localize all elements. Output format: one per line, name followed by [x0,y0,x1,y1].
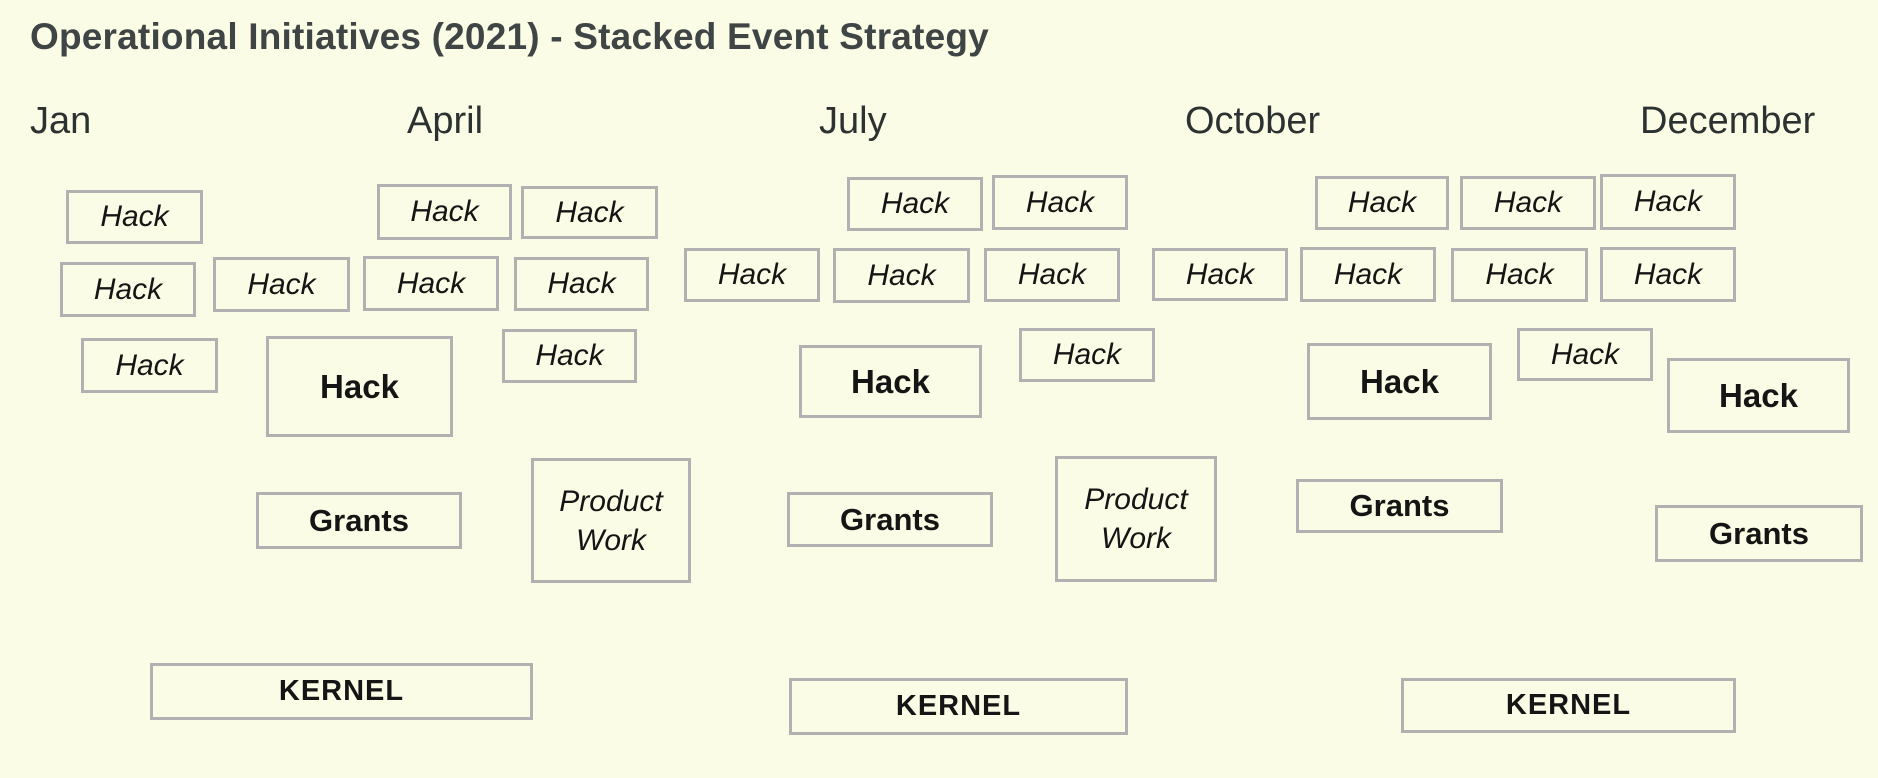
event-box-product: Product Work [531,458,691,583]
event-box-hack-small: Hack [81,338,218,393]
event-box-hack-big: Hack [799,345,982,418]
event-box-hack-small: Hack [363,256,499,311]
event-box-hack-small: Hack [521,186,658,239]
event-box-hack-small: Hack [1460,176,1596,230]
event-box-hack-small: Hack [1451,248,1588,302]
event-box-hack-small: Hack [833,248,970,303]
month-label-jan: Jan [30,100,92,142]
event-box-hack-small: Hack [66,190,203,244]
event-box-hack-small: Hack [847,177,983,231]
event-box-kernel: KERNEL [1401,678,1736,733]
event-box-grants: Grants [1655,505,1863,562]
diagram-title: Operational Initiatives (2021) - Stacked… [30,16,989,57]
event-box-hack-small: Hack [1152,248,1288,301]
event-box-hack-big: Hack [266,336,453,437]
event-box-grants: Grants [1296,479,1503,533]
event-box-hack-big: Hack [1307,343,1492,420]
event-box-hack-small: Hack [992,175,1128,230]
event-box-hack-small: Hack [1315,176,1449,230]
event-box-hack-small: Hack [1600,174,1736,230]
event-box-grants: Grants [787,492,993,547]
event-box-kernel: KERNEL [150,663,533,720]
event-box-hack-small: Hack [60,262,196,317]
event-box-hack-small: Hack [213,257,350,312]
event-box-hack-small: Hack [1300,247,1436,302]
event-box-hack-small: Hack [1019,328,1155,382]
event-box-grants: Grants [256,492,462,549]
month-label-october: October [1185,100,1321,142]
event-box-hack-small: Hack [377,184,512,240]
month-label-april: April [407,100,484,142]
month-label-december: December [1640,100,1816,142]
event-box-hack-big: Hack [1667,358,1850,433]
event-box-hack-small: Hack [684,248,820,302]
event-box-hack-small: Hack [1600,247,1736,302]
event-box-hack-small: Hack [1517,328,1653,381]
month-label-july: July [819,100,887,142]
event-box-product: Product Work [1055,456,1217,582]
event-box-hack-small: Hack [514,257,649,311]
event-box-kernel: KERNEL [789,678,1128,735]
event-box-hack-small: Hack [984,248,1120,302]
event-box-hack-small: Hack [502,329,637,383]
